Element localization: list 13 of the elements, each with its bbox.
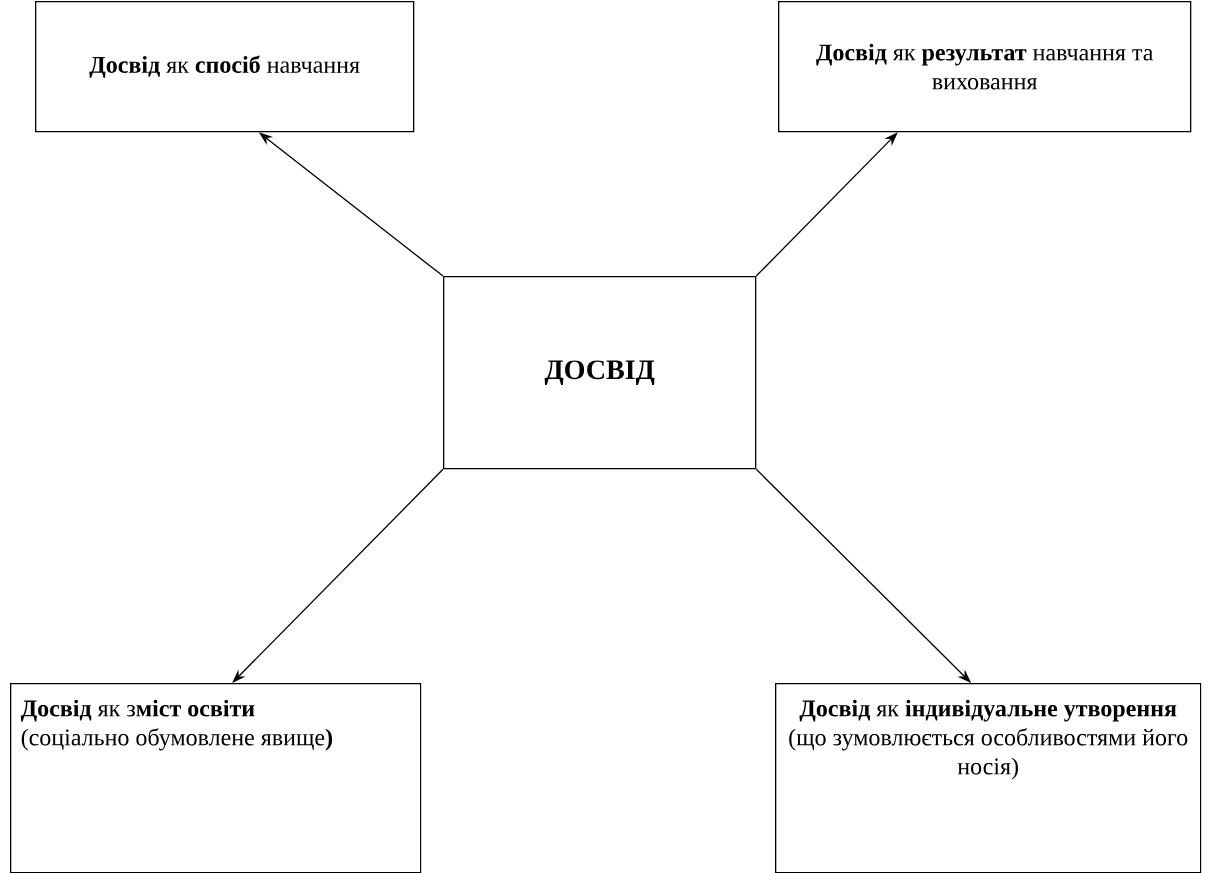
concept-box xyxy=(775,683,1202,873)
concept-box xyxy=(35,1,415,133)
node-text: (що зумовлюється особливостями його носія) xyxy=(789,728,1188,780)
node-text: Досвід як індивідуальне утворення xyxy=(799,699,1177,722)
node-text: (соціально обумовлене явище) xyxy=(21,728,333,751)
node-text: Досвід як результат навчання та виховання xyxy=(816,43,1154,90)
node-text: Досвід як спосіб навчання xyxy=(89,55,360,78)
arrow xyxy=(232,468,444,683)
node-text: ДОСВІД xyxy=(544,360,655,385)
concept-box xyxy=(10,683,422,873)
concept-box xyxy=(778,1,1192,133)
center-box xyxy=(443,276,757,470)
node-text: Досвід як зміст освіти xyxy=(20,699,255,722)
